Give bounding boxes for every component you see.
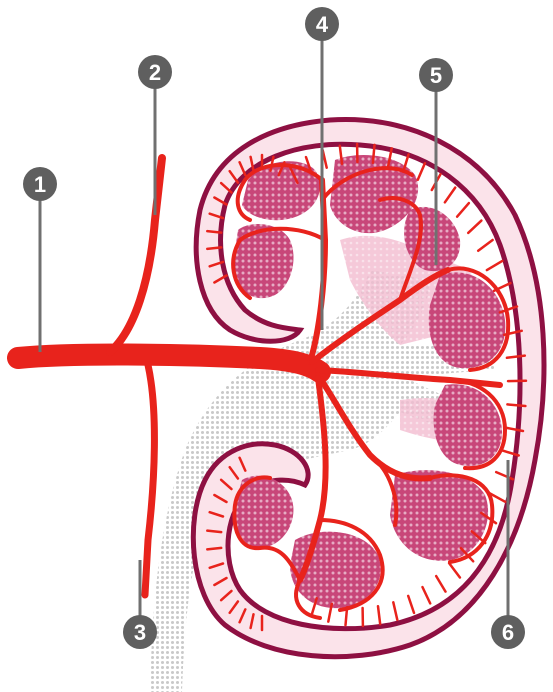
interlobular-artery <box>478 240 492 251</box>
renal-artery <box>18 355 320 372</box>
interlobular-artery <box>373 145 375 163</box>
interlobular-artery <box>418 163 425 180</box>
interlobular-artery <box>507 404 525 406</box>
interlobular-artery <box>408 596 414 613</box>
interlobular-artery <box>346 607 348 625</box>
callout-3-label: 3 <box>134 620 146 645</box>
callout-4: 4 <box>305 7 339 41</box>
interlobular-artery <box>468 221 481 233</box>
branch-lower <box>145 365 154 595</box>
pyramid-7 <box>390 470 488 561</box>
callout-5-label: 5 <box>430 63 442 88</box>
interlobular-artery <box>436 576 445 592</box>
callout-1-label: 1 <box>34 172 46 197</box>
interlobular-artery <box>423 587 431 603</box>
interlobular-artery <box>449 563 460 577</box>
interlobular-artery <box>207 531 221 533</box>
interlobular-artery <box>457 203 469 217</box>
callout-3: 3 <box>123 615 157 649</box>
interlobular-artery <box>445 188 455 203</box>
interlobular-artery <box>207 247 221 249</box>
callout-2: 2 <box>138 55 172 89</box>
interlobular-artery <box>393 602 397 620</box>
callout-6: 6 <box>491 615 525 649</box>
interlobular-artery <box>487 261 502 270</box>
callout-6-label: 6 <box>502 620 514 645</box>
callout-4-label: 4 <box>316 12 329 37</box>
interlobular-artery <box>207 231 221 233</box>
interlobular-artery <box>207 548 221 550</box>
callout-5: 5 <box>419 58 453 92</box>
interlobular-artery <box>378 606 380 624</box>
callout-2-label: 2 <box>149 60 161 85</box>
callout-1: 1 <box>23 167 57 201</box>
